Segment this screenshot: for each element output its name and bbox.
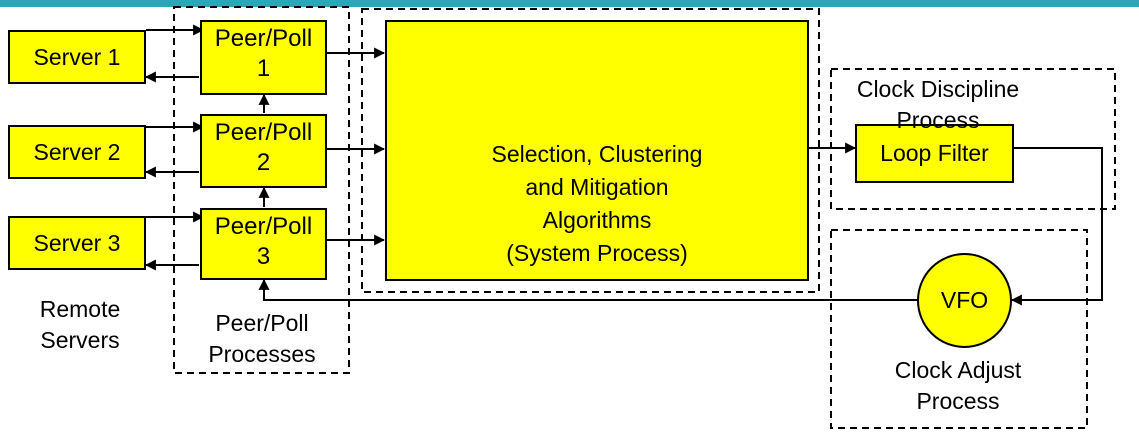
arrow-vfo-to-peer3 — [258, 278, 917, 301]
server-1-label: Server 1 — [33, 43, 121, 70]
vfo-label: VFO — [940, 287, 989, 313]
server-2-label: Server 2 — [33, 138, 121, 165]
peer-poll-3-number: 3 — [256, 243, 271, 270]
remote-servers-label: Remote Servers — [39, 296, 121, 353]
peer-poll-1-label: Peer/Poll — [214, 25, 313, 52]
clock-discipline-group — [830, 68, 1116, 210]
peer-poll-2-box: Peer/Poll 2 — [200, 114, 327, 188]
server-3-label: Server 3 — [33, 229, 121, 256]
arrow-loop-filter-to-vfo — [1010, 147, 1103, 306]
server-3-box: Server 3 — [8, 216, 146, 270]
server-1-box: Server 1 — [8, 30, 146, 84]
system-line-1: Selection, Clustering — [491, 141, 703, 167]
peer-poll-3-box: Peer/Poll 3 — [200, 208, 327, 280]
top-accent-bar — [0, 0, 1139, 7]
peer-poll-1-box: Peer/Poll 1 — [200, 20, 327, 95]
system-line-2: and Mitigation — [525, 174, 669, 200]
loop-filter-label: Loop Filter — [880, 140, 989, 166]
system-process-box: Selection, Clustering and Mitigation Alg… — [385, 20, 809, 281]
peer-poll-3-label: Peer/Poll — [214, 213, 313, 240]
vfo-circle: VFO — [917, 253, 1012, 348]
clock-adjust-group — [830, 229, 1088, 429]
peer-poll-processes-label: Peer/Poll Processes — [208, 310, 316, 367]
server-2-box: Server 2 — [8, 125, 146, 179]
clock-discipline-label: Clock Discipline Process — [856, 76, 1020, 133]
loop-filter-box: Loop Filter — [855, 124, 1014, 183]
system-line-4: (System Process) — [506, 240, 688, 266]
peer-poll-2-label: Peer/Poll — [214, 119, 313, 146]
system-line-3: Algorithms — [542, 207, 652, 233]
peer-poll-1-number: 1 — [256, 55, 271, 82]
clock-adjust-label: Clock Adjust Process — [894, 357, 1022, 414]
peer-poll-processes-group — [173, 6, 350, 374]
peer-poll-2-number: 2 — [256, 149, 271, 176]
system-process-group — [361, 8, 820, 293]
